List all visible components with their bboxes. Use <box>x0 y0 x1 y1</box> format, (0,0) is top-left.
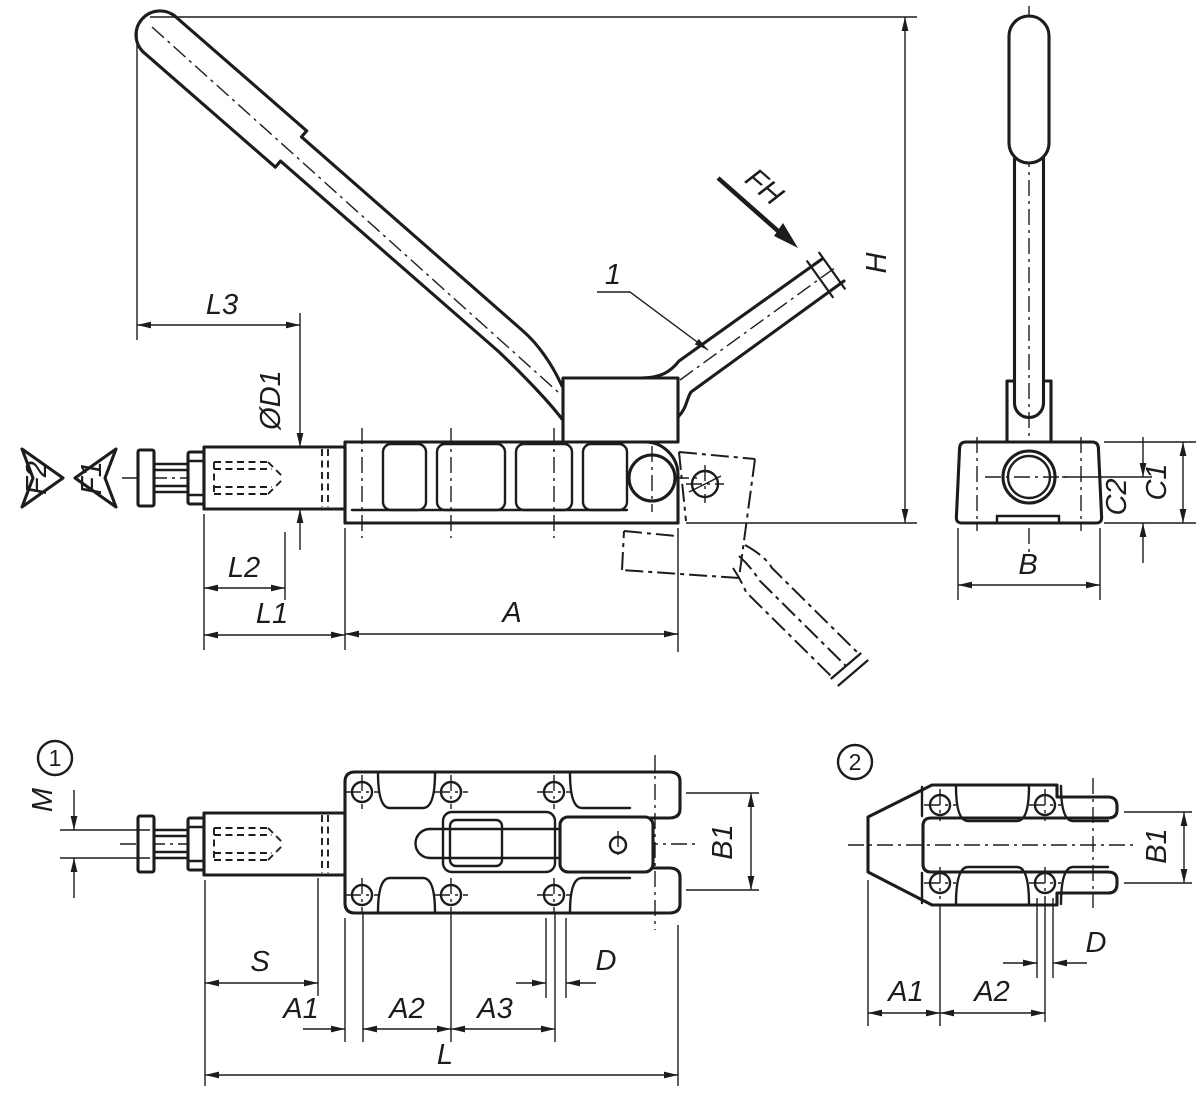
base-block-side <box>954 440 1104 525</box>
force-label-f2: F2 <box>21 461 53 495</box>
handle-grip-side <box>1007 14 1051 165</box>
fork-holes <box>924 789 1061 899</box>
handle-rod-side <box>1012 156 1046 419</box>
detail-view-2: 2 B1 D <box>836 743 1192 1026</box>
dim-label-b1: B1 <box>707 824 739 859</box>
clamp-arm-top <box>558 815 655 874</box>
dim-label-l: L <box>437 1039 453 1071</box>
clamp-base <box>343 428 680 538</box>
dim-label-d: D <box>596 945 617 977</box>
detail-view-1: 1 <box>27 739 759 1086</box>
dim-label-c2: C2 <box>1101 478 1133 515</box>
callout-1: 1 <box>597 259 709 351</box>
dim-label-a2: A2 <box>387 993 424 1025</box>
dim-label-m: M <box>27 787 59 812</box>
view-2-marker-circle <box>836 743 874 781</box>
fork-body <box>866 783 1119 907</box>
handle-lever <box>134 9 564 421</box>
dim-label-d-2: D <box>1086 927 1107 959</box>
dim-label-l1: L1 <box>256 598 288 630</box>
fh-arrowhead-icon <box>774 223 798 248</box>
dim-label-a3: A3 <box>475 993 512 1025</box>
force-arrow-f2-icon <box>20 447 65 509</box>
break-tick <box>805 259 835 299</box>
dim-label-c1: C1 <box>1141 463 1173 500</box>
front-view: F2 F1 FH 1 H L3 ØD1 <box>20 9 917 687</box>
force-label-f1: F1 <box>76 461 108 495</box>
view-1-marker: 1 <box>49 745 62 771</box>
dim-label-a1: A1 <box>281 993 318 1025</box>
hand-force-arrow: FH <box>716 162 798 248</box>
detail-2-dimensions: B1 D A1 A2 <box>867 811 1192 1026</box>
dim-label-b1-2: B1 <box>1141 828 1173 863</box>
phantom-open-position <box>621 451 869 687</box>
side-view: C2 C1 B <box>954 6 1196 600</box>
handle-arm <box>638 251 847 419</box>
mounting-holes <box>345 775 571 912</box>
dim-label-l2: L2 <box>228 552 260 584</box>
clevis-side <box>1005 379 1053 444</box>
view-1-marker-circle <box>36 739 74 777</box>
dim-label-a: A <box>500 597 521 629</box>
dim-label-d1: ØD1 <box>255 370 287 431</box>
force-arrows: F2 F1 <box>20 447 118 509</box>
dim-label-b: B <box>1018 549 1037 581</box>
plunger-slot <box>441 810 557 874</box>
side-dimensions: C2 C1 B <box>957 437 1196 600</box>
dim-label-l3: L3 <box>206 289 238 321</box>
force-arrow-f1-icon <box>73 447 118 509</box>
dim-label-h: H <box>861 252 893 273</box>
dim-label-a2-2: A2 <box>972 976 1009 1008</box>
callout-1-label: 1 <box>605 259 621 291</box>
dim-label-s: S <box>250 946 270 978</box>
dim-label-a1-2: A1 <box>886 976 923 1008</box>
front-dimensions: H L3 ØD1 L2 L1 A <box>136 16 917 652</box>
detail-1-dimensions: M B1 S D A1 <box>27 787 759 1086</box>
break-tick <box>817 251 847 291</box>
view-2-marker: 2 <box>849 749 862 775</box>
pivot-block <box>561 376 680 444</box>
